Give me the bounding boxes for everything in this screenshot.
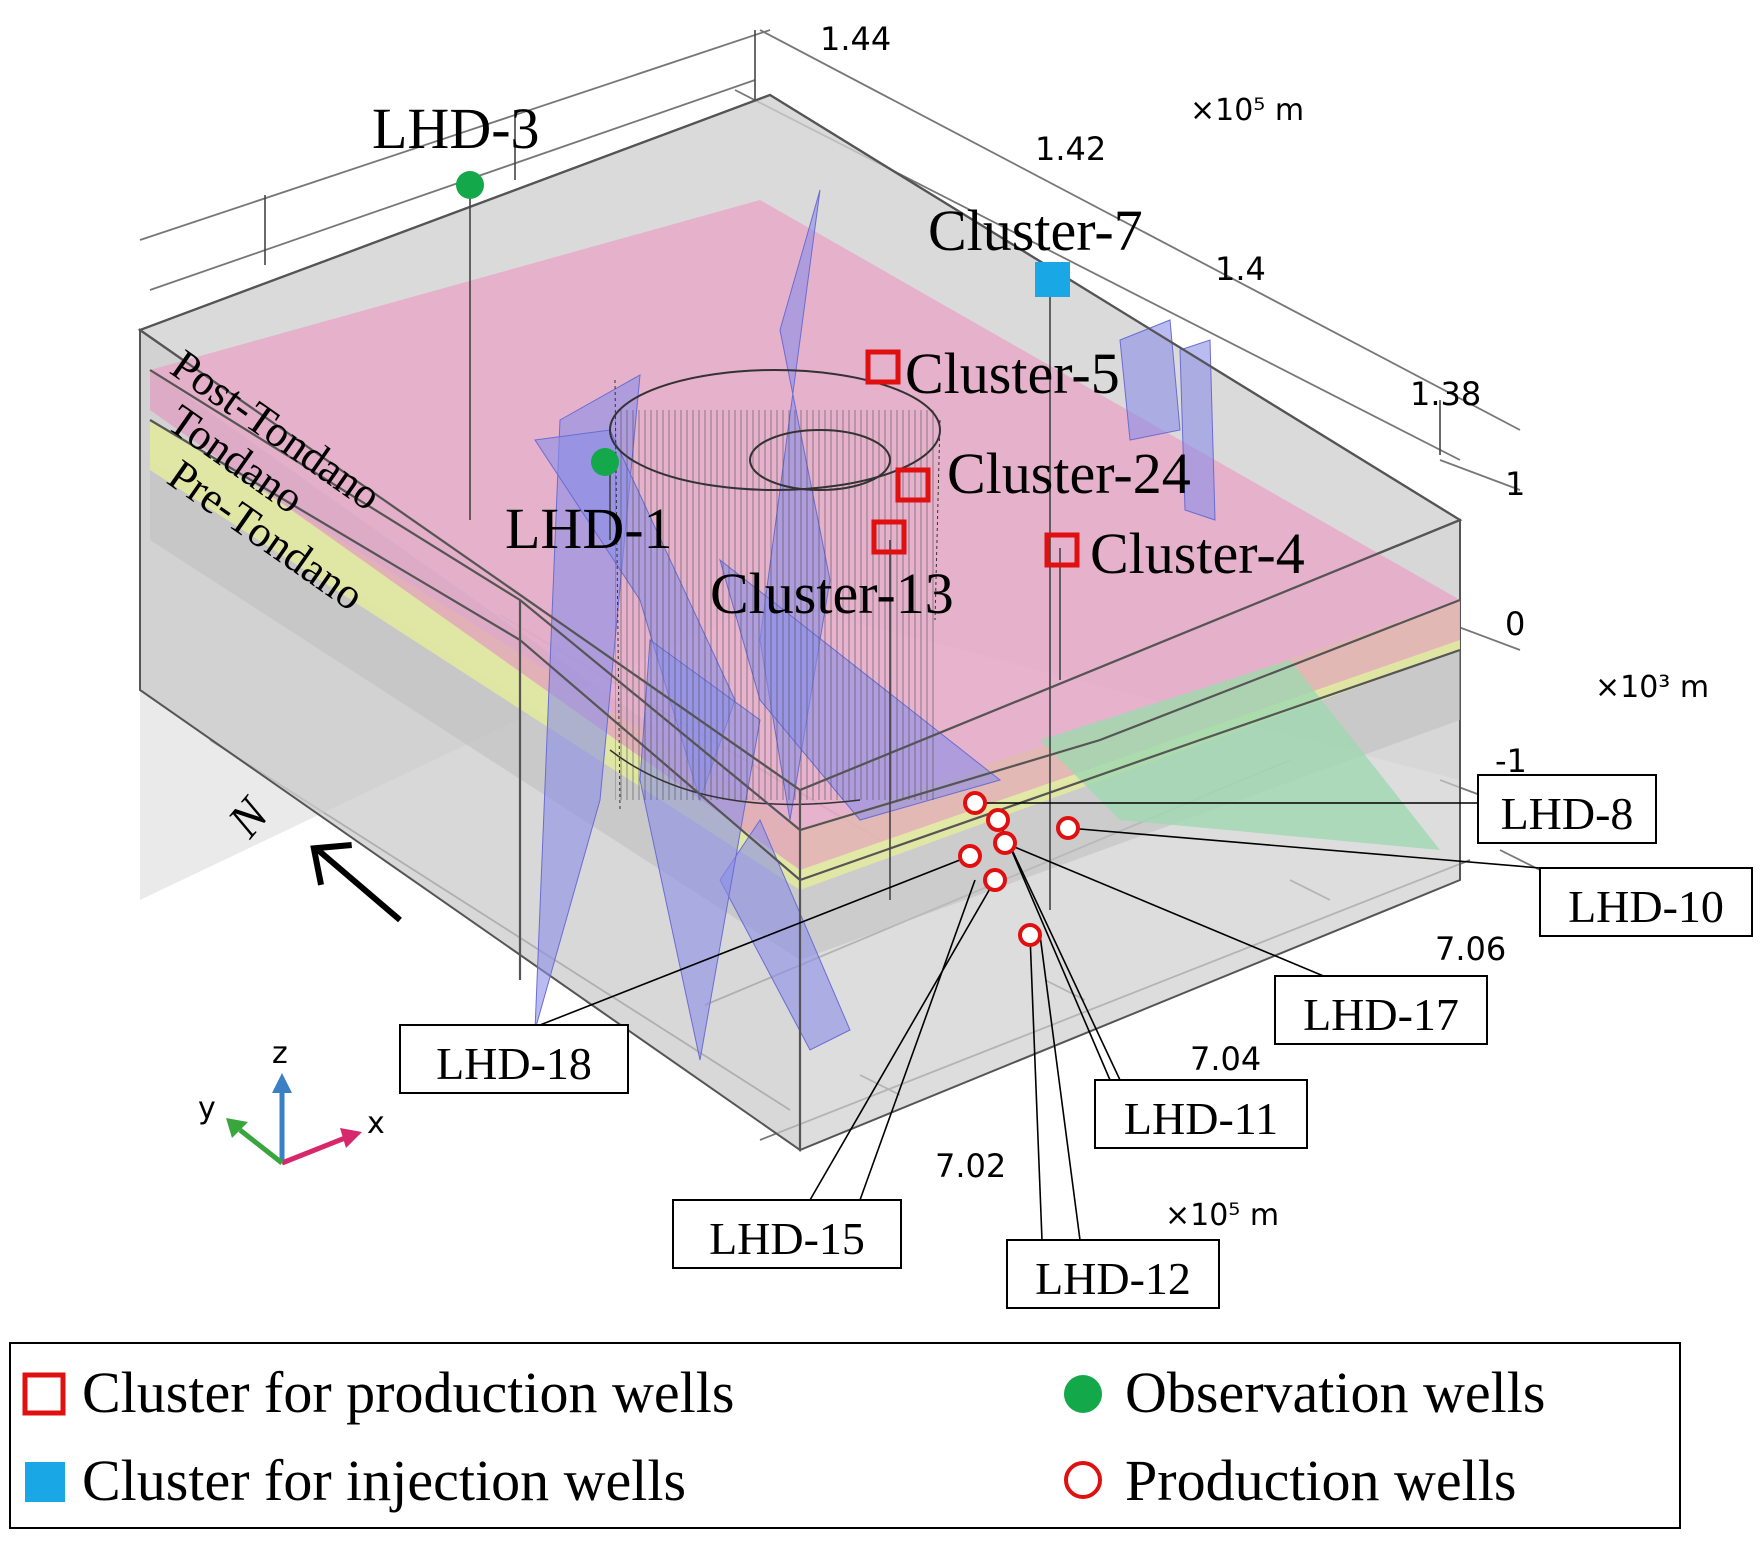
production-well-label: LHD-15 xyxy=(709,1213,865,1264)
production-well-label: LHD-18 xyxy=(436,1038,592,1089)
production-well-labels: LHD-8 LHD-10 LHD-17 LHD-18 LHD-11 LHD-15… xyxy=(399,774,1753,1309)
z-tick-label: 1 xyxy=(1505,465,1525,503)
y-axis-ticks: 1.44 1.42 1.4 1.38 ×10⁵ m xyxy=(820,20,1481,413)
production-cluster-label: Cluster-24 xyxy=(947,441,1191,506)
z-axis-unit: ×10³ m xyxy=(1595,670,1709,705)
z-axis-ticks: 1 0 -1 ×10³ m xyxy=(1495,465,1709,780)
legend-observation: Observation wells xyxy=(1125,1360,1545,1425)
observation-well-legend-icon xyxy=(1064,1375,1102,1413)
caldera-cylinder xyxy=(609,369,941,811)
production-clusters xyxy=(865,349,1080,568)
production-cluster-legend-icon xyxy=(22,1372,66,1416)
injection-cluster-marker xyxy=(1035,262,1070,297)
z-tick-label: 0 xyxy=(1505,605,1525,643)
production-well-marker xyxy=(958,844,982,868)
production-well-legend-icon xyxy=(1064,1461,1102,1499)
y-tick-label: 1.4 xyxy=(1215,250,1266,288)
x-tick-label: 7.02 xyxy=(935,1147,1006,1185)
y-tick-label: 1.42 xyxy=(1035,130,1106,168)
production-well-marker xyxy=(1056,816,1080,840)
triad-x-label: x xyxy=(367,1106,385,1141)
production-well-label: LHD-17 xyxy=(1303,989,1459,1040)
legend: Cluster for production wells Cluster for… xyxy=(9,1342,1681,1529)
coordinate-triad: z x y xyxy=(198,1036,385,1166)
production-cluster-labels: Cluster-5 Cluster-24 Cluster-13 Cluster-… xyxy=(710,341,1305,626)
observation-well-label: LHD-3 xyxy=(372,96,540,161)
production-well-label: LHD-12 xyxy=(1035,1253,1191,1304)
production-well-marker xyxy=(993,831,1017,855)
production-well-label: LHD-8 xyxy=(1501,788,1634,839)
production-cluster-marker xyxy=(865,349,901,385)
production-well-marker xyxy=(963,791,987,815)
injection-cluster-label: Cluster-7 xyxy=(928,198,1143,263)
legend-box xyxy=(9,1342,1681,1529)
production-cluster-marker xyxy=(895,467,931,503)
legend-production-cluster: Cluster for production wells xyxy=(82,1360,734,1425)
production-well-marker xyxy=(1018,923,1042,947)
x-axis-unit: ×10⁵ m xyxy=(1165,1198,1279,1233)
legend-injection-cluster: Cluster for injection wells xyxy=(82,1448,686,1513)
production-well-label: LHD-11 xyxy=(1124,1093,1278,1144)
production-well-label: LHD-10 xyxy=(1568,881,1724,932)
box-edges xyxy=(139,93,1461,1150)
production-cluster-label: Cluster-5 xyxy=(905,341,1120,406)
well-lines xyxy=(469,185,1061,910)
injection-cluster-legend-icon xyxy=(25,1462,65,1502)
triad-z-label: z xyxy=(272,1036,288,1071)
observation-wells: LHD-3 LHD-1 xyxy=(372,96,673,561)
observation-well-label: LHD-1 xyxy=(505,496,673,561)
production-wells xyxy=(958,791,1080,947)
y-tick-label: 1.44 xyxy=(820,20,891,58)
production-cluster-label: Cluster-4 xyxy=(1090,521,1305,586)
y-tick-label: 1.38 xyxy=(1410,375,1481,413)
z-tick-label: -1 xyxy=(1495,742,1527,780)
x-tick-label: 7.06 xyxy=(1435,930,1506,968)
y-axis-unit: ×10⁵ m xyxy=(1190,93,1304,128)
observation-well-marker xyxy=(456,171,484,199)
triad-y-label: y xyxy=(198,1091,216,1126)
production-cluster-marker xyxy=(1044,532,1080,568)
x-axis-ticks: 7.06 7.04 7.02 ×10⁵ m xyxy=(935,930,1506,1233)
x-tick-label: 7.04 xyxy=(1190,1040,1261,1078)
legend-production: Production wells xyxy=(1125,1448,1516,1513)
observation-well-marker xyxy=(591,448,619,476)
production-cluster-marker xyxy=(871,519,907,555)
production-well-marker xyxy=(986,808,1010,832)
production-cluster-label: Cluster-13 xyxy=(710,561,954,626)
production-well-marker xyxy=(983,868,1007,892)
production-well-leaders xyxy=(539,802,1541,1241)
injection-cluster: Cluster-7 xyxy=(928,198,1143,297)
